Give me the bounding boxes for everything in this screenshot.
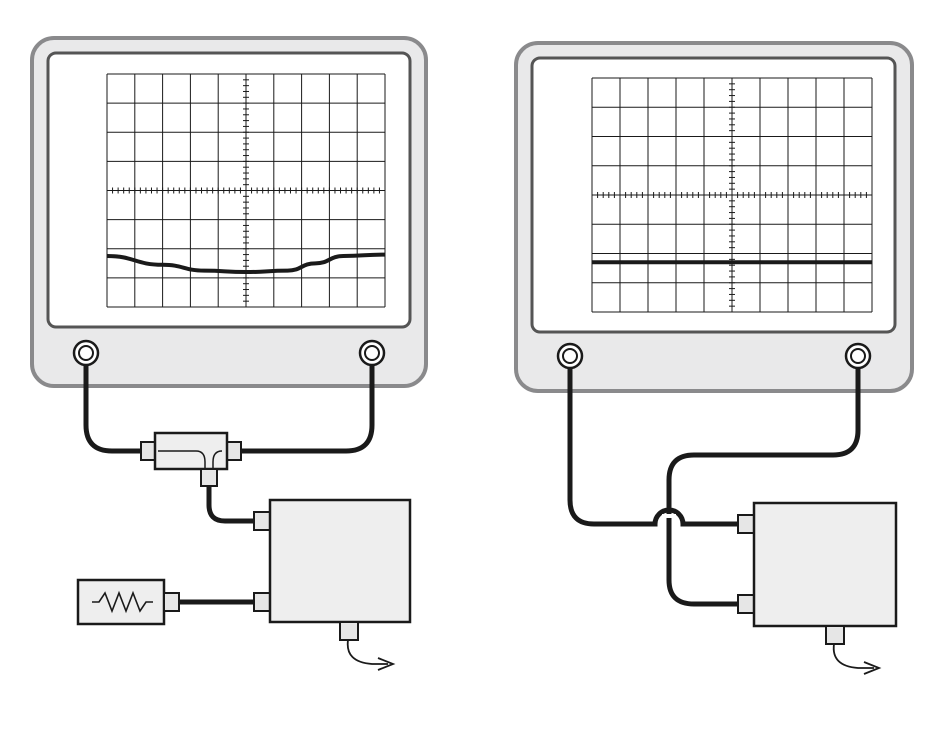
left-device-box bbox=[254, 500, 410, 670]
signal-generator bbox=[78, 580, 179, 624]
right-scope-input-2 bbox=[846, 344, 870, 368]
right-scope-input-1 bbox=[558, 344, 582, 368]
tee-connector bbox=[141, 433, 241, 486]
left-setup bbox=[32, 38, 426, 670]
left-scope-input-1 bbox=[74, 341, 98, 365]
right-device-box bbox=[738, 503, 896, 674]
left-cable-tee-to-box bbox=[209, 486, 254, 521]
left-scope-input-2 bbox=[360, 341, 384, 365]
right-setup bbox=[516, 43, 912, 674]
